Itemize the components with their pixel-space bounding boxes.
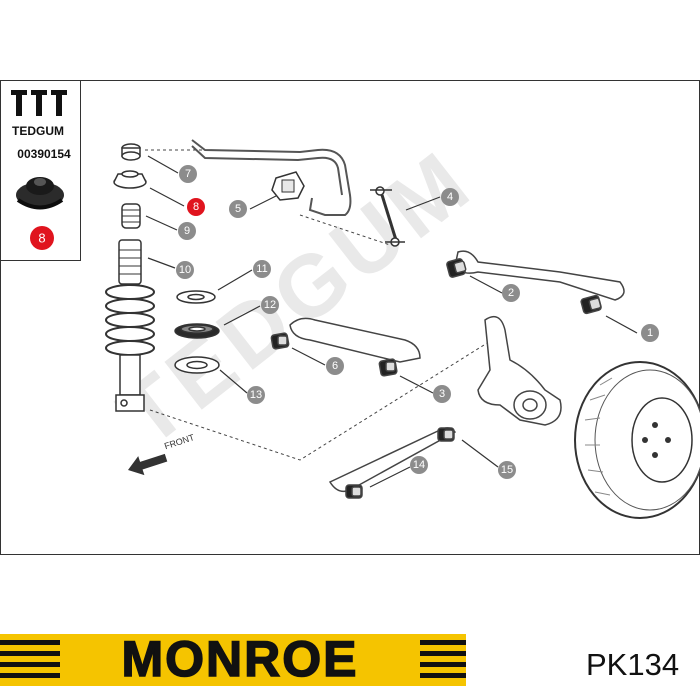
callout-7-marker: [179, 165, 197, 183]
callout-8-label: 8: [193, 201, 199, 213]
callouts: 1 2 3 4 5 6 7 8 9 10 11 12 13 14 15: [176, 165, 659, 479]
callout-6-label: 6: [332, 360, 338, 372]
guide-lines: [145, 149, 501, 461]
inset-highlight-label: 8: [38, 231, 45, 246]
drop-link: [370, 186, 405, 247]
callout-15-marker: [498, 461, 516, 479]
callout-13-marker: [247, 386, 265, 404]
callout-12-marker: [261, 296, 279, 314]
steering-knuckle: [477, 315, 562, 426]
part-code: PK134: [586, 647, 679, 682]
callout-4-label: 4: [447, 191, 453, 203]
leader-arrows: [145, 155, 638, 488]
callout-14-label: 14: [413, 459, 425, 471]
strut-assembly: [105, 143, 155, 412]
callout-4-marker: [441, 188, 459, 206]
strut-mount-image: [16, 177, 64, 210]
inset-highlight-badge: [30, 226, 54, 250]
callout-7-label: 7: [185, 168, 191, 180]
callout-10-marker: [176, 261, 194, 279]
wheel: [574, 361, 700, 519]
anti-roll-bar: [191, 139, 352, 216]
callout-11-label: 11: [256, 263, 267, 275]
callout-3-label: 3: [439, 388, 445, 400]
callout-9-marker: [178, 222, 196, 240]
callout-1-marker: [641, 324, 659, 342]
callout-5-label: 5: [235, 203, 241, 215]
inset-panel: TEDGUM 00390154 8: [0, 80, 81, 261]
callout-14-marker: [410, 456, 428, 474]
monroe-logo: MONROE: [0, 630, 466, 688]
callout-13-label: 13: [250, 389, 262, 401]
callout-11-marker: [253, 260, 271, 278]
callout-15-label: 15: [501, 464, 513, 476]
callout-2-marker: [502, 284, 520, 302]
callout-3-marker: [433, 385, 451, 403]
callout-9-label: 9: [184, 225, 190, 237]
inset-part-number: 00390154: [17, 147, 71, 161]
spring-seats: [174, 290, 220, 374]
callout-10-label: 10: [179, 264, 191, 276]
callout-2-label: 2: [508, 287, 514, 299]
monroe-logo-text: MONROE: [122, 631, 359, 687]
upper-control-arm: [446, 250, 625, 315]
callout-5-marker: [229, 200, 247, 218]
tedgum-logo-text: TEDGUM: [12, 124, 64, 138]
tedgum-logo: TEDGUM: [11, 90, 67, 138]
rear-link: [328, 427, 457, 499]
lower-control-arm: [270, 317, 421, 377]
callout-8-marker: [187, 198, 205, 216]
anti-roll-bar-bush: [271, 171, 305, 201]
callout-1-label: 1: [647, 327, 653, 339]
callout-12-label: 12: [264, 299, 276, 311]
callout-6-marker: [326, 357, 344, 375]
